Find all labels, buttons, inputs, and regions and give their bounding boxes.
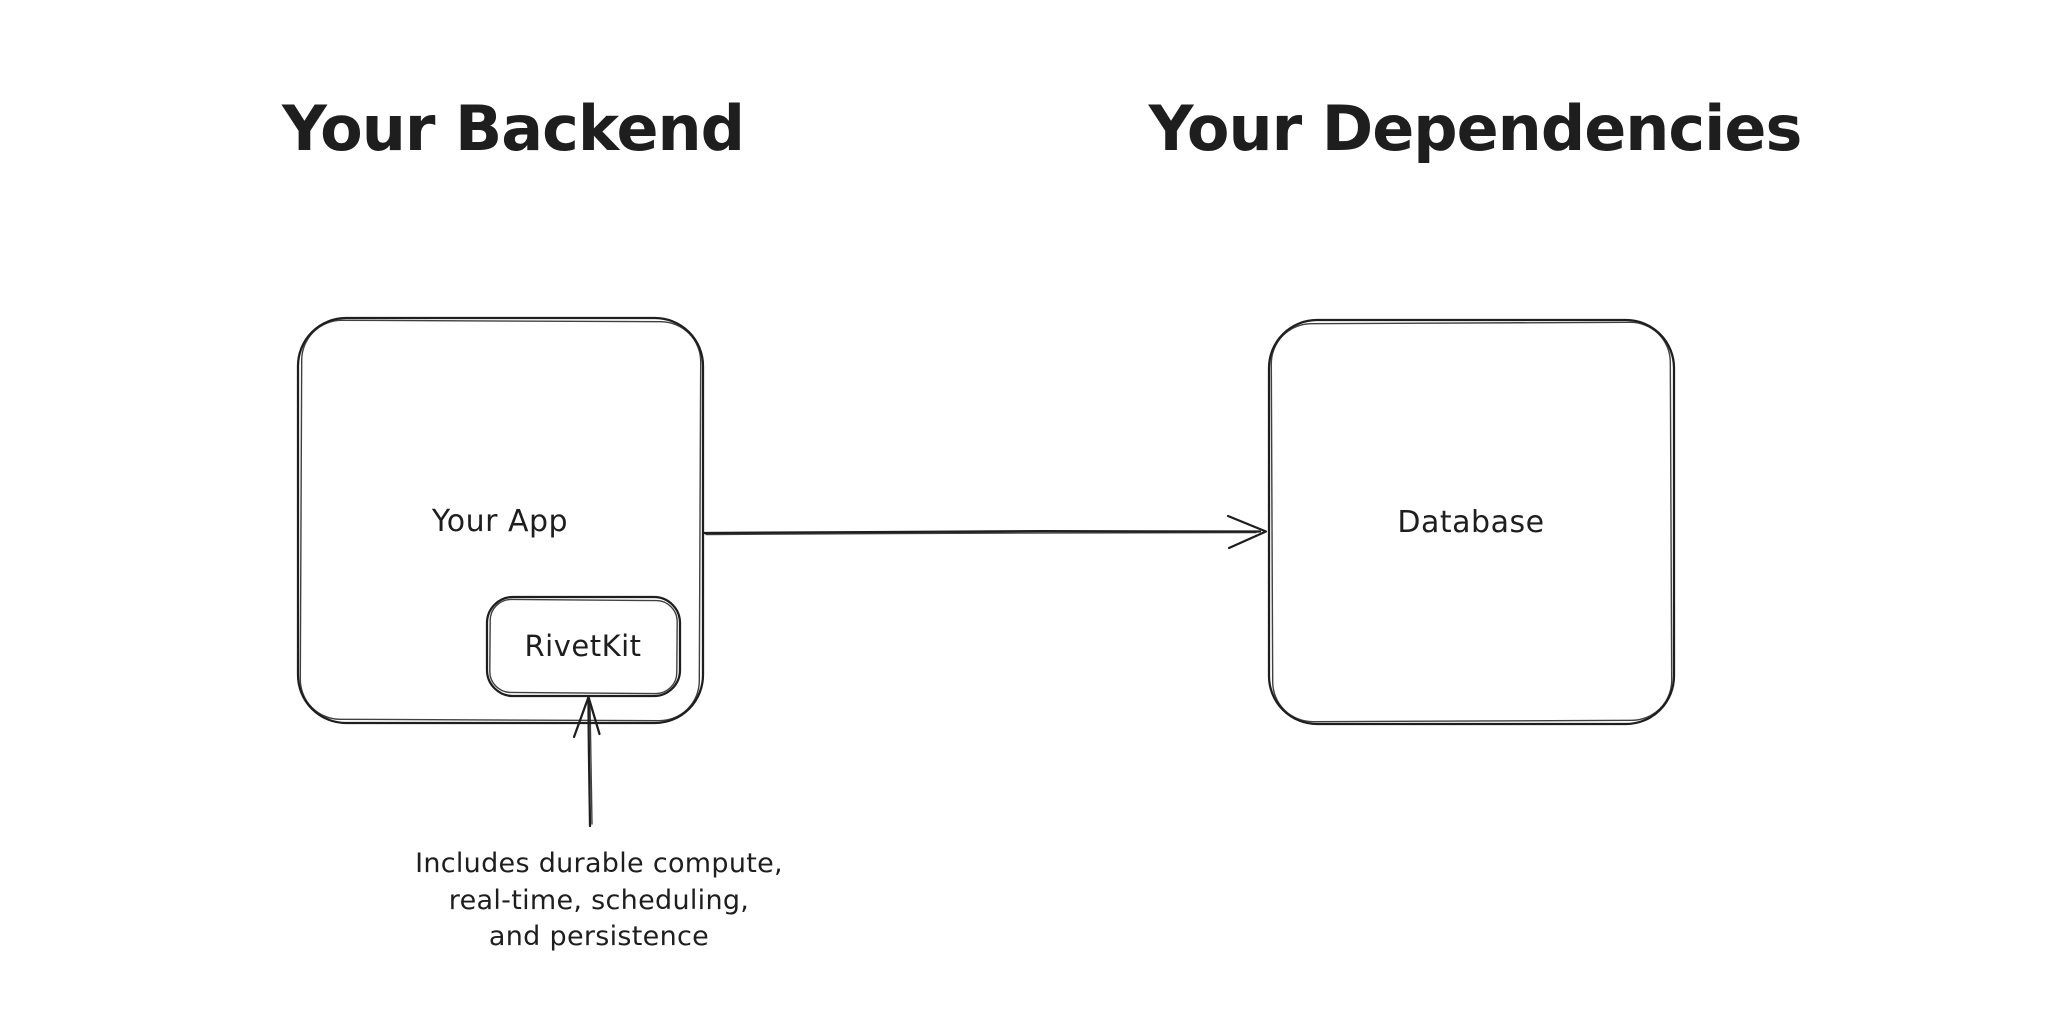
arrow-app-to-database-sketch-line [705,531,1257,536]
arrow-up-head-icon [572,695,601,739]
database-box-outline [1267,318,1676,726]
database-box: Database [1267,318,1676,726]
rivetkit-box: RivetKit [485,595,682,698]
heading-your-backend: Your Backend [281,92,744,165]
rivetkit-box-outline [485,595,682,698]
database-box-sketch-line [1270,321,1673,723]
rivetkit-label: RivetKit [524,629,641,663]
arrow-annotation-shaft [587,697,592,828]
database-label: Database [1397,505,1544,540]
arrow-annotation-sketch-line [589,701,593,825]
annotation-line-3: and persistence [489,921,709,952]
arrow-right-head-icon [1226,514,1268,550]
heading-your-dependencies: Your Dependencies [1148,92,1802,165]
your-app-label: Your App [431,504,568,539]
annotation-caption: Includes durable compute, real-time, sch… [415,848,783,952]
annotation-line-2: real-time, scheduling, [449,885,749,916]
arrow-app-to-database-shaft [702,529,1262,535]
annotation-line-1: Includes durable compute, [415,848,783,879]
your-app-box-sketch-line [299,319,702,722]
rivetkit-box-sketch-line [489,598,678,695]
arrow-annotation-to-rivetkit [572,695,601,828]
arrow-app-to-database [702,514,1268,550]
